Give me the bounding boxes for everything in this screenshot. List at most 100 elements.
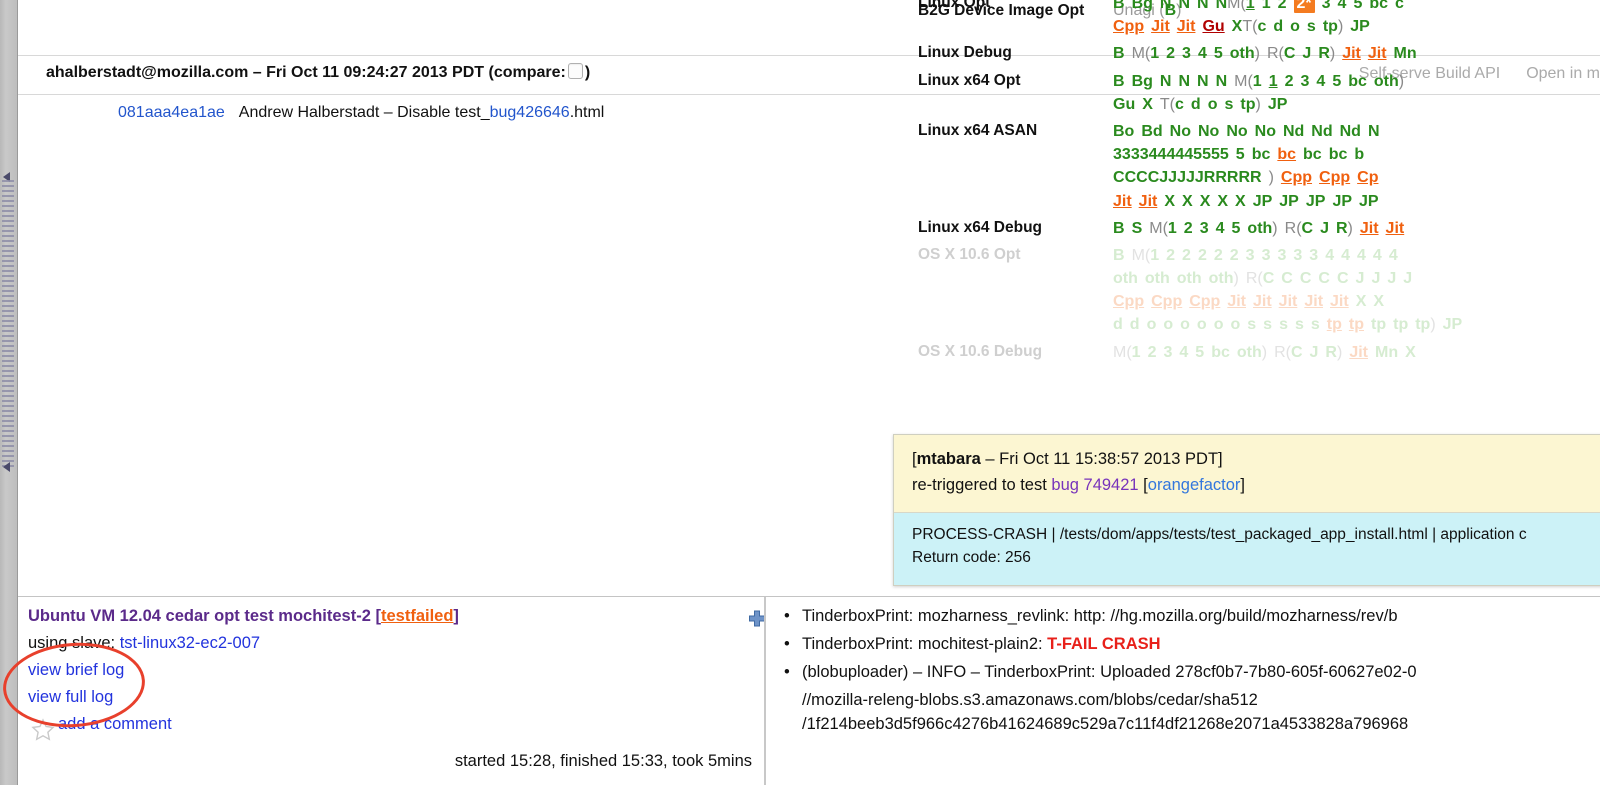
build-status-letter[interactable]: 4: [1157, 146, 1167, 164]
build-status-letter[interactable]: X: [1405, 343, 1416, 361]
build-status-letter[interactable]: oth: [1229, 45, 1255, 63]
build-status-letter[interactable]: 3: [1113, 146, 1122, 164]
build-status-letter[interactable]: o: [1163, 316, 1174, 334]
build-status-letter[interactable]: tp: [1326, 316, 1342, 334]
splitter-grip[interactable]: [2, 180, 14, 468]
build-status-letter[interactable]: J: [1387, 270, 1397, 288]
build-status-letter[interactable]: J: [1320, 219, 1329, 237]
build-status-letter[interactable]: Cpp: [1113, 18, 1145, 36]
build-status-letter[interactable]: oth: [1247, 219, 1273, 237]
build-status-letter[interactable]: bc: [1251, 146, 1271, 164]
build-status-letter[interactable]: R: [1250, 169, 1262, 187]
build-status-letter[interactable]: 5: [1235, 146, 1245, 164]
build-status-letter[interactable]: 3: [1277, 246, 1287, 264]
build-status-letter[interactable]: No: [1169, 122, 1191, 140]
build-status-letter[interactable]: Jit: [1253, 293, 1272, 311]
build-status-letter[interactable]: tp: [1240, 95, 1256, 113]
build-status-letter[interactable]: Jit: [1349, 343, 1368, 361]
build-status-letter[interactable]: bc: [1303, 146, 1322, 164]
build-status-letter[interactable]: X: [1231, 18, 1243, 36]
build-status-letter[interactable]: s: [1263, 316, 1273, 334]
build-status-letter[interactable]: tp: [1322, 18, 1338, 36]
build-status-letter[interactable]: J: [1371, 270, 1381, 288]
build-status-letter[interactable]: tp: [1348, 316, 1364, 334]
build-status-letter[interactable]: R: [1325, 343, 1337, 361]
build-status-letter[interactable]: 1: [1131, 343, 1141, 361]
build-status-letter[interactable]: 3: [1309, 246, 1319, 264]
build-status-letter[interactable]: 4: [1316, 72, 1326, 90]
build-status-letter[interactable]: N: [1159, 0, 1172, 12]
build-status-letter[interactable]: d: [1190, 95, 1201, 113]
build-status-letter[interactable]: 3: [1300, 72, 1310, 90]
build-status-letter[interactable]: Nd: [1282, 122, 1305, 140]
splitter-collapse-arrow-top[interactable]: [3, 172, 10, 182]
build-status-letter[interactable]: 5: [1353, 0, 1363, 12]
build-status-letter[interactable]: Bo: [1113, 122, 1135, 140]
build-status-letter[interactable]: 3: [1321, 0, 1331, 12]
build-status-letter[interactable]: 2: [1166, 246, 1176, 264]
build-status-letter[interactable]: 2: [1147, 343, 1157, 361]
build-status-letter[interactable]: Cpp: [1189, 293, 1221, 311]
build-status-letter[interactable]: 3: [1121, 146, 1131, 164]
build-status-letter[interactable]: o: [1230, 316, 1241, 334]
build-status-letter[interactable]: 4: [1179, 343, 1189, 361]
build-status-letter[interactable]: Jit: [1385, 219, 1405, 237]
build-status-letter[interactable]: 4: [1341, 246, 1350, 264]
build-status-letter[interactable]: c: [1257, 18, 1267, 36]
build-status-letter[interactable]: 2: [1197, 246, 1207, 264]
self-serve-build-api-link[interactable]: Self-serve Build API: [1358, 65, 1501, 82]
build-status-letter[interactable]: 3: [1245, 246, 1255, 264]
build-status-letter[interactable]: X: [1164, 192, 1176, 210]
build-status-letter[interactable]: Jit: [1342, 45, 1361, 63]
build-status-letter[interactable]: J: [1177, 169, 1186, 187]
build-status-letter[interactable]: B: [1113, 72, 1125, 90]
build-status-letter[interactable]: N: [1178, 0, 1191, 12]
build-status-letter[interactable]: s: [1306, 18, 1316, 36]
build-status-letter[interactable]: 2: [1229, 246, 1239, 264]
build-status-letter[interactable]: S: [1131, 219, 1143, 237]
build-status-letter[interactable]: C: [1147, 169, 1160, 187]
build-status-letter[interactable]: C: [1262, 270, 1275, 288]
build-status-letter[interactable]: bc: [1369, 0, 1389, 12]
build-status-letter[interactable]: 1: [1167, 219, 1177, 237]
build-status-letter[interactable]: N: [1215, 0, 1228, 12]
bottom-pane-splitter[interactable]: [764, 597, 766, 785]
build-status-letter[interactable]: s: [1224, 95, 1234, 113]
build-status-letter[interactable]: 3: [1130, 146, 1140, 164]
build-status-letter[interactable]: Jit: [1227, 293, 1246, 311]
build-status-letter[interactable]: J: [1194, 169, 1204, 187]
build-status-letter[interactable]: J: [1309, 343, 1319, 361]
build-status-letter[interactable]: 4: [1197, 45, 1207, 63]
build-status-letter[interactable]: Cpp: [1151, 293, 1183, 311]
build-status-letter[interactable]: d: [1113, 316, 1123, 334]
build-status-letter[interactable]: Jit: [1359, 219, 1379, 237]
build-status-letter[interactable]: 5: [1202, 146, 1211, 164]
build-status-letter[interactable]: 4: [1184, 146, 1194, 164]
build-status-letter[interactable]: Jit: [1113, 192, 1132, 210]
build-status-letter[interactable]: 1: [1252, 72, 1262, 90]
build-status-letter[interactable]: X: [1182, 192, 1193, 210]
build-status-letter[interactable]: 2: [1284, 72, 1294, 90]
build-status-letter[interactable]: Mn: [1374, 343, 1399, 361]
build-status-letter[interactable]: b: [1354, 146, 1365, 164]
build-status-letter[interactable]: B: [1113, 219, 1125, 237]
view-brief-log-link[interactable]: view brief log: [28, 661, 125, 679]
build-status-letter[interactable]: N: [1367, 122, 1380, 140]
build-status-letter[interactable]: 4: [1325, 246, 1335, 264]
build-status-letter[interactable]: JP: [1332, 192, 1353, 210]
build-status-letter[interactable]: oth: [1176, 270, 1202, 288]
build-status-letter[interactable]: o: [1196, 316, 1207, 334]
build-status-letter[interactable]: JP: [1305, 192, 1326, 210]
build-status-letter[interactable]: o: [1290, 18, 1300, 36]
build-status-letter[interactable]: Jit: [1138, 192, 1158, 210]
build-status-letter[interactable]: bc: [1277, 146, 1297, 164]
build-status-letter[interactable]: 4: [1166, 146, 1176, 164]
build-status-letter[interactable]: No: [1226, 122, 1248, 140]
build-status-letter[interactable]: 2: [1182, 246, 1191, 264]
build-status-letter[interactable]: Bg: [1131, 0, 1153, 12]
build-status-letter[interactable]: Cp: [1357, 169, 1379, 187]
build-status-letter[interactable]: C: [1301, 219, 1314, 237]
splitter-collapse-arrow-bottom[interactable]: [3, 462, 10, 472]
build-status-letter[interactable]: J: [1185, 169, 1195, 187]
build-status-letter[interactable]: 5: [1231, 219, 1241, 237]
